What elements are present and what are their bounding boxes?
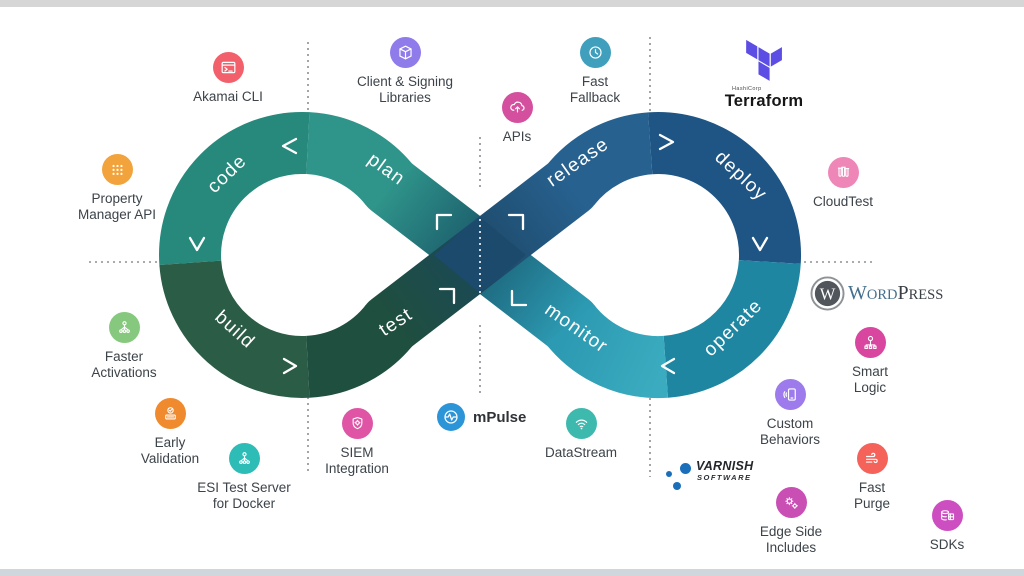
wordpress-logo: W WORDPRESS [810,276,943,311]
varnish-dot-large [680,463,691,474]
badge-label: SIEM [340,445,374,460]
check-keyboard-icon [154,398,186,429]
code-build-down-chevron-icon [188,236,206,252]
terminal-icon [212,52,244,83]
data-stack-icon [931,500,963,531]
wordpress-mark-icon: W [810,276,845,311]
segment-code-arc [159,111,310,265]
clock-icon [579,37,611,68]
cloud-upload-icon [501,92,533,123]
segment-operate-arc [662,259,801,398]
crossing-corner-top-left-icon [435,213,453,231]
segment-monitor-arc [545,304,668,399]
terraform-mark-icon [746,39,782,81]
badge-apis: APIs [452,92,582,145]
badge-label: Property [91,191,143,206]
quadrant-divider-lines [89,37,873,477]
badge-label: Fast [858,480,886,495]
deploy-flow-chevron-icon [658,133,675,151]
badge-label: Client & Signing [356,74,454,89]
badge-label: Edge Side [759,524,823,539]
dots-grid-icon [101,154,133,185]
badge-label: Faster [104,349,144,364]
badge-label: SDKs [929,537,965,552]
branch-icon [108,312,140,343]
badge-label: Custom [766,416,814,431]
varnish-dot-small [666,471,672,477]
badge-cloudtest: CloudTest [778,157,908,210]
svg-text:W: W [820,284,836,303]
shield-gear-icon [341,408,373,439]
segment-build-arc [159,259,310,398]
crossing-corner-bottom-right-icon [510,289,528,307]
top-border-strip [0,0,1024,7]
deploy-operate-down-chevron-icon [751,236,769,252]
badge-datastream: DataStream [516,408,646,461]
wifi-icon [565,408,597,439]
bottom-border-strip [0,569,1024,576]
badge-akamai-cli: Akamai CLI [163,52,293,105]
package-icon [389,37,421,68]
badge-label: APIs [502,129,532,144]
varnish-software-logo: VARNISH SOFTWARE [660,456,780,496]
branch-icon [228,443,260,474]
crossing-corner-top-right-icon [507,213,525,231]
badge-label: DataStream [544,445,618,460]
badge-mpulse: mPulse [437,403,526,431]
badge-label: CloudTest [812,194,874,209]
wordpress-wordmark: WORDPRESS [848,282,944,304]
badge-label: Fast [581,74,609,89]
badge-label: Smart [851,364,888,379]
badge-label: Akamai CLI [193,89,263,104]
badge-label: mPulse [473,408,527,426]
code-flow-chevron-icon [281,137,298,155]
operate-flow-chevron-icon [660,357,676,375]
varnish-dot-medium [673,482,681,490]
badge-label: Early [154,435,186,450]
pulse-icon [437,403,465,431]
terraform-logo: HashiCorp Terraform [718,38,810,111]
gears-icon [775,487,807,518]
segment-test-arc [305,304,415,398]
wind-icon [856,443,888,474]
varnish-name-label: VARNISH [696,459,754,473]
segment-plan-arc [305,112,415,206]
test-tubes-icon [827,157,859,188]
badge-label: ESI Test Server [197,480,291,495]
terraform-company-label: HashiCorp [732,86,762,92]
badge-sdks: SDKs [882,500,1012,553]
terraform-product-label: Terraform [724,92,804,110]
crossing-corner-bottom-left-icon [438,287,456,305]
build-flow-chevron-icon [282,357,298,375]
segment-release-arc [545,112,654,206]
segment-deploy-arc [648,112,801,264]
phone-wave-icon [774,379,806,410]
sitemap-icon [854,327,886,358]
varnish-sub-label: SOFTWARE [697,473,752,482]
